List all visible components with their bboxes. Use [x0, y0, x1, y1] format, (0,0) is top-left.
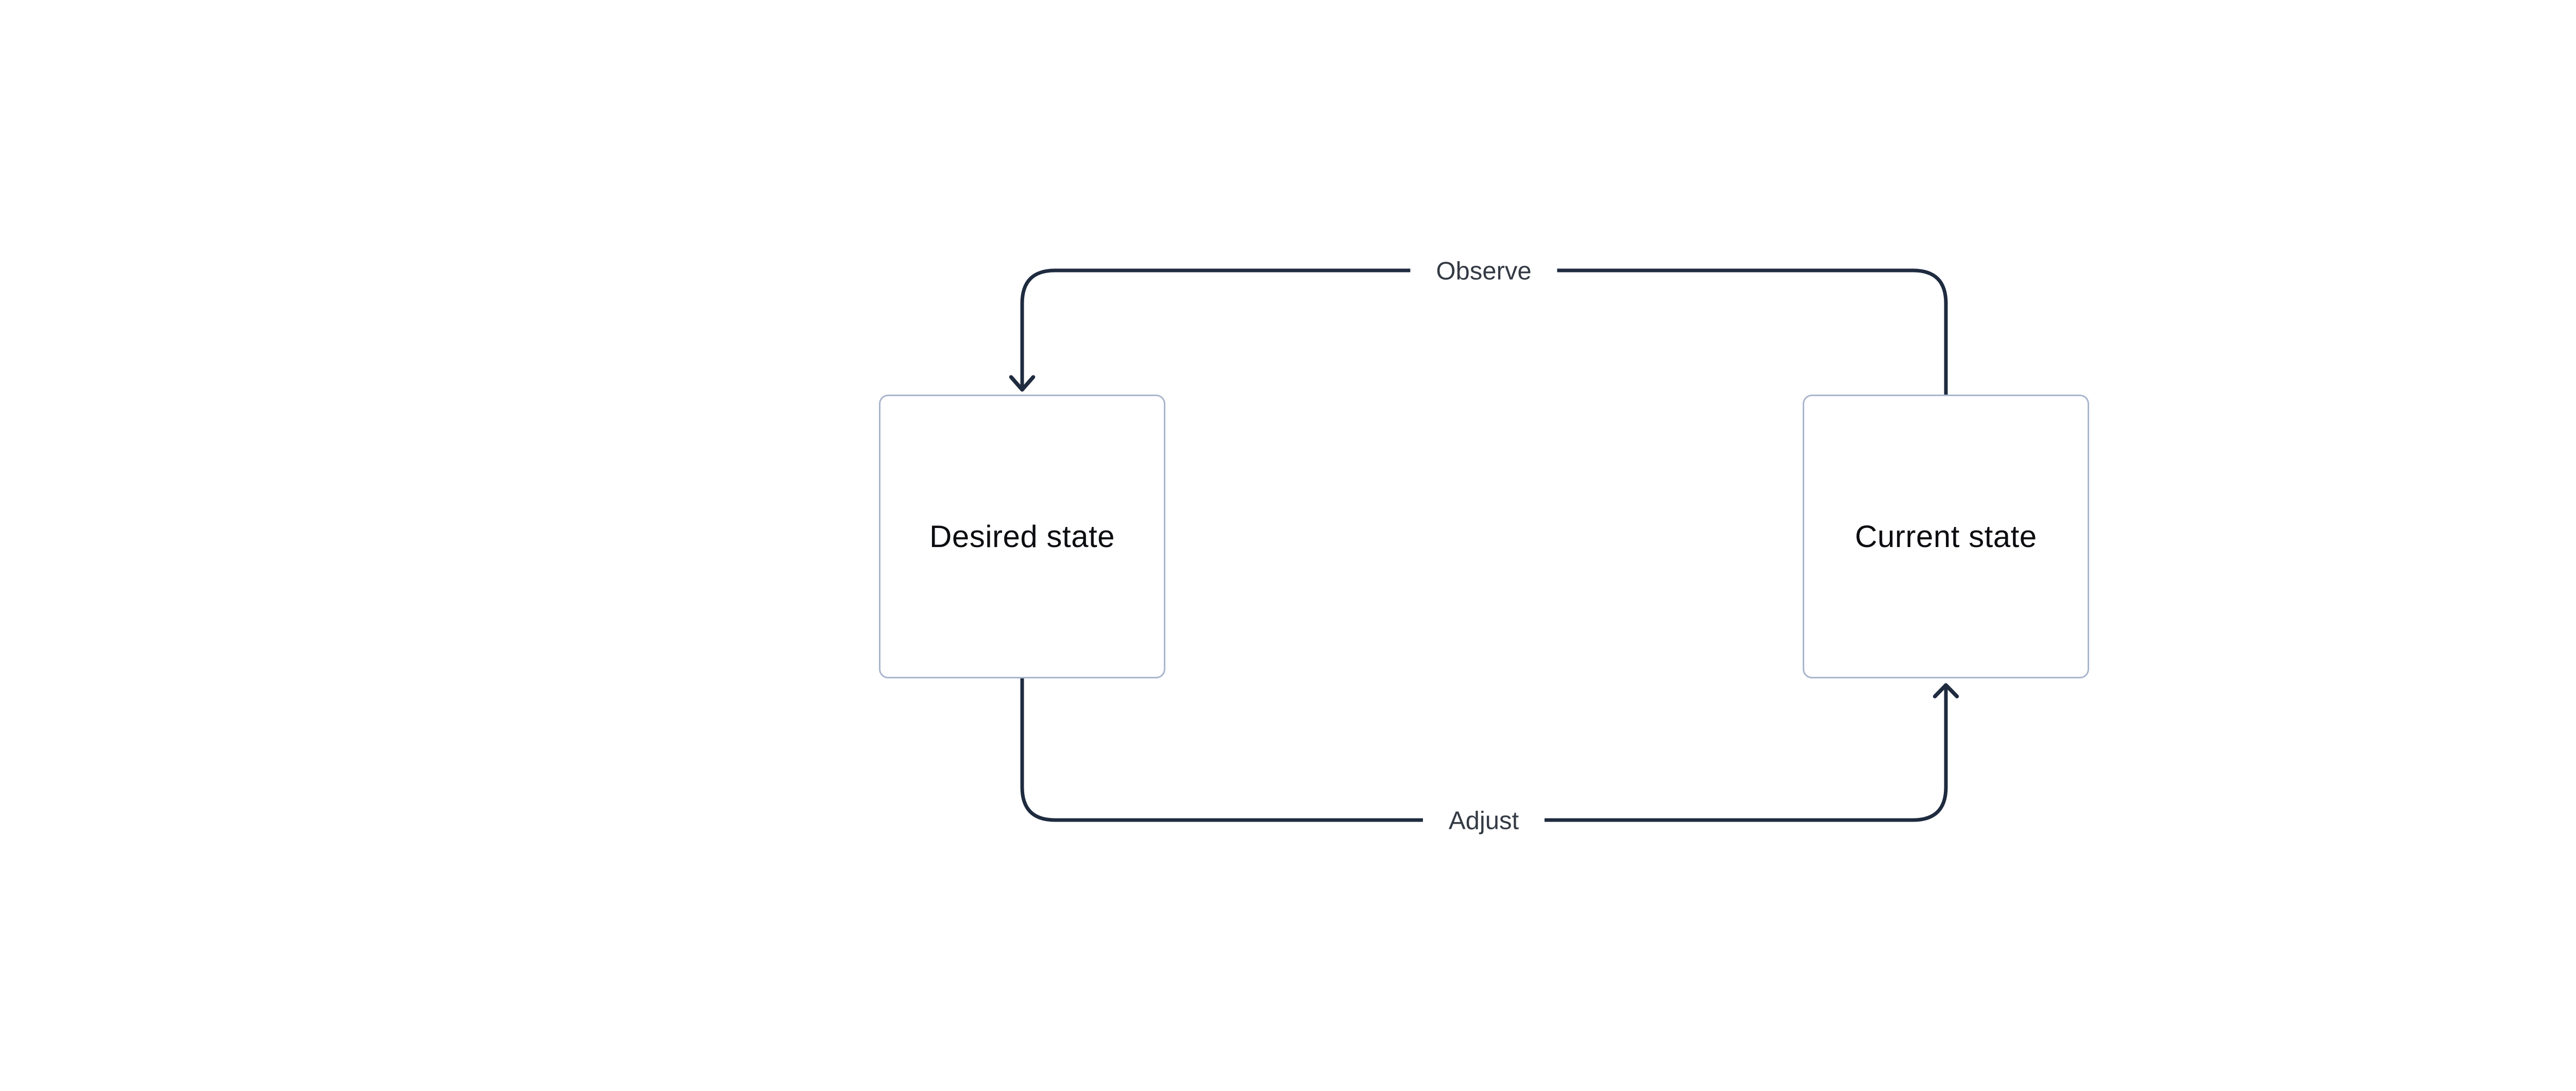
adjust-arrowhead-icon	[1933, 683, 1959, 698]
edge-label-observe: Observe	[1410, 255, 1557, 287]
observe-arrowhead-icon	[1009, 375, 1036, 392]
node-current-state: Current state	[1803, 395, 2089, 678]
edge-label-adjust: Adjust	[1422, 805, 1545, 837]
node-desired-state: Desired state	[879, 395, 1165, 678]
observe-edge-path	[1020, 268, 1948, 397]
node-desired-state-label: Desired state	[929, 519, 1115, 554]
adjust-edge-path	[1020, 676, 1948, 822]
node-current-state-label: Current state	[1855, 519, 2037, 554]
